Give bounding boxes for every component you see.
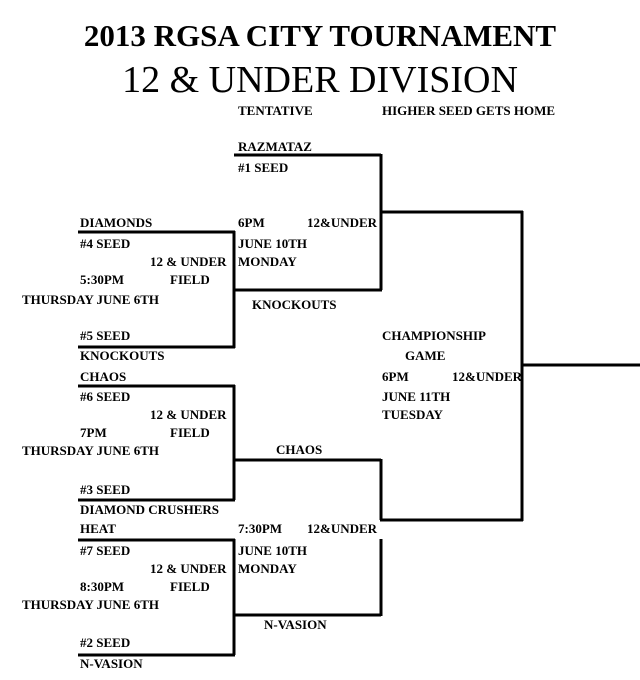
page-title: 2013 RGSA CITY TOURNAMENT	[83, 18, 557, 53]
game2-seed-a: #6 SEED	[80, 389, 131, 404]
game1-date: THURSDAY JUNE 6TH	[22, 292, 160, 307]
semi1-field: 12&UNDER	[307, 215, 378, 230]
championship-time: 6PM	[382, 369, 409, 384]
game2-field-word: FIELD	[170, 425, 210, 440]
semi1-date: JUNE 10TH	[238, 236, 307, 251]
game1-field-word: FIELD	[170, 272, 210, 287]
game2-team-a: CHAOS	[80, 369, 127, 384]
game2-winner: CHAOS	[276, 442, 323, 457]
game1-team-b: KNOCKOUTS	[80, 348, 165, 363]
game2-date: THURSDAY JUNE 6TH	[22, 443, 160, 458]
semi1-winner: KNOCKOUTS	[252, 297, 337, 312]
semi1-time: 6PM	[238, 215, 265, 230]
game3-time: 8:30PM	[80, 579, 125, 594]
game3-team-a: HEAT	[80, 521, 116, 536]
game3-field-name: 12 & UNDER	[150, 561, 227, 576]
tentative-label: TENTATIVE	[238, 103, 313, 118]
semi2-field: 12&UNDER	[307, 521, 378, 536]
game3-seed-a: #7 SEED	[80, 543, 131, 558]
home-note: HIGHER SEED GETS HOME	[382, 103, 556, 118]
seed1-label: #1 SEED	[238, 160, 289, 175]
semi2-time: 7:30PM	[238, 521, 283, 536]
semi1-day: MONDAY	[238, 254, 297, 269]
game1-team-a: DIAMONDS	[80, 215, 153, 230]
championship-date: JUNE 11TH	[382, 389, 451, 404]
game2-team-b: DIAMOND CRUSHERS	[80, 502, 220, 517]
game2-time: 7PM	[80, 425, 107, 440]
game1-seed-a: #4 SEED	[80, 236, 131, 251]
championship-label-game: GAME	[405, 348, 446, 363]
game3-seed-b: #2 SEED	[80, 635, 131, 650]
game3-field-word: FIELD	[170, 579, 210, 594]
game3-date: THURSDAY JUNE 6TH	[22, 597, 160, 612]
game1-field-name: 12 & UNDER	[150, 254, 227, 269]
division-title: 12 & UNDER DIVISION	[122, 59, 518, 101]
game3-team-b: N-VASION	[80, 656, 143, 671]
championship-day: TUESDAY	[382, 407, 443, 422]
seed1-team: RAZMATAZ	[238, 139, 312, 154]
semi2-date: JUNE 10TH	[238, 543, 307, 558]
game1-time: 5:30PM	[80, 272, 125, 287]
game1-seed-b: #5 SEED	[80, 328, 131, 343]
semi2-winner: N-VASION	[264, 617, 327, 632]
game2-field-name: 12 & UNDER	[150, 407, 227, 422]
championship-field: 12&UNDER	[452, 369, 523, 384]
championship-label: CHAMPIONSHIP	[382, 328, 486, 343]
game2-seed-b: #3 SEED	[80, 482, 131, 497]
semi2-day: MONDAY	[238, 561, 297, 576]
